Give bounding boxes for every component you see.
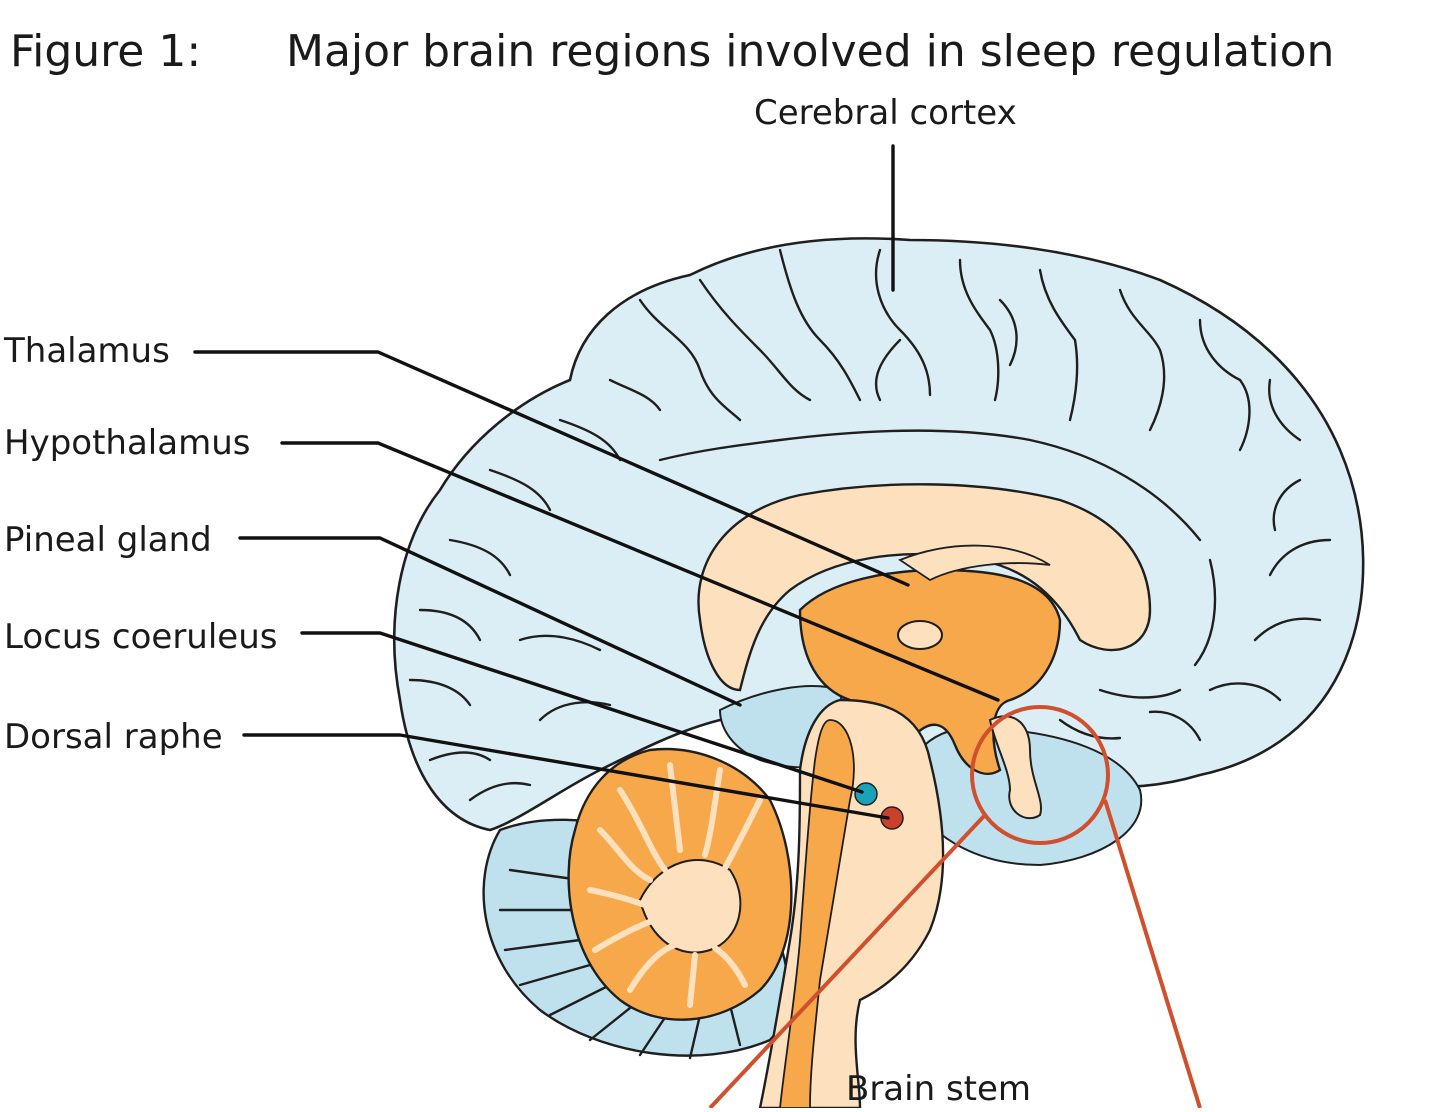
figure-title: Major brain regions involved in sleep re…	[286, 26, 1334, 77]
zoom-line-right	[1103, 799, 1202, 1109]
hypothalamus-leader	[280, 441, 1000, 702]
label-pineal-gland: Pineal gland	[4, 520, 212, 560]
locus-coeruleus-leader	[300, 631, 864, 794]
label-hypothalamus: Hypothalamus	[4, 423, 250, 463]
thalamus-leader	[193, 350, 910, 587]
fornix	[898, 544, 1051, 582]
corpus-callosum	[697, 483, 1152, 692]
pituitary-stalk	[988, 715, 1042, 820]
dorsal-raphe-leader	[242, 733, 890, 820]
massa-intermedia	[897, 620, 943, 650]
label-cerebral-cortex: Cerebral cortex	[754, 93, 1017, 133]
label-thalamus: Thalamus	[3, 331, 170, 371]
figure-number: Figure 1:	[10, 26, 201, 77]
pineal-gland-leader	[238, 536, 742, 707]
label-locus-coeruleus: Locus coeruleus	[4, 617, 277, 657]
zoom-circle	[970, 705, 1110, 845]
label-brain-stem: Brain stem	[846, 1069, 1031, 1108]
zoom-line-left	[708, 813, 987, 1110]
label-dorsal-raphe: Dorsal raphe	[4, 717, 223, 757]
cerebellum	[482, 747, 793, 1060]
locus-coeruleus-dot	[854, 782, 878, 806]
